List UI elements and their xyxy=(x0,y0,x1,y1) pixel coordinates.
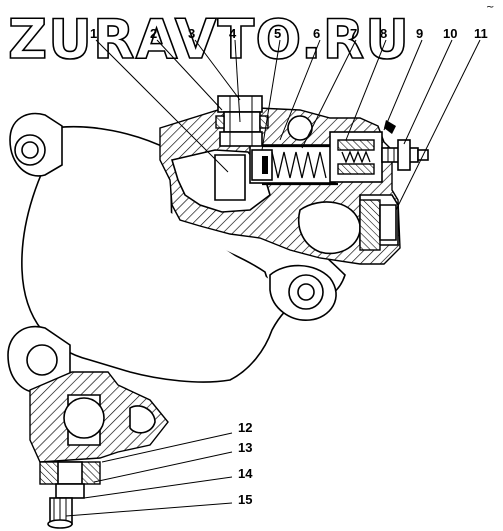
callout-6: 6 xyxy=(313,26,320,41)
watermark-text: ZURAVTO.RU xyxy=(8,8,410,71)
port-circle xyxy=(287,115,313,141)
callout-11: 11 xyxy=(474,26,488,41)
callout-2: 2 xyxy=(150,26,157,41)
top-plug xyxy=(215,95,269,147)
callout-13: 13 xyxy=(238,440,252,455)
callout-8: 8 xyxy=(380,26,387,41)
leader-lines xyxy=(65,39,481,517)
lower-fitting-section xyxy=(29,371,169,529)
callout-10: 10 xyxy=(443,26,457,41)
mounting-ear-right xyxy=(269,264,337,321)
callout-4: 4 xyxy=(229,26,237,41)
callout-1: 1 xyxy=(90,26,97,41)
callout-3: 3 xyxy=(188,26,195,41)
callout-12: 12 xyxy=(238,420,252,435)
callout-labels: 1 2 3 4 5 6 7 8 9 10 11 12 13 14 15 xyxy=(90,26,488,507)
callout-14: 14 xyxy=(238,466,253,481)
mounting-ear-upper-left xyxy=(9,112,63,177)
callout-9: 9 xyxy=(416,26,423,41)
callout-7: 7 xyxy=(350,26,357,41)
pressure-spring xyxy=(251,144,338,186)
corner-mark: ~ xyxy=(486,2,494,13)
callout-5: 5 xyxy=(274,26,281,41)
callout-15: 15 xyxy=(238,492,252,507)
